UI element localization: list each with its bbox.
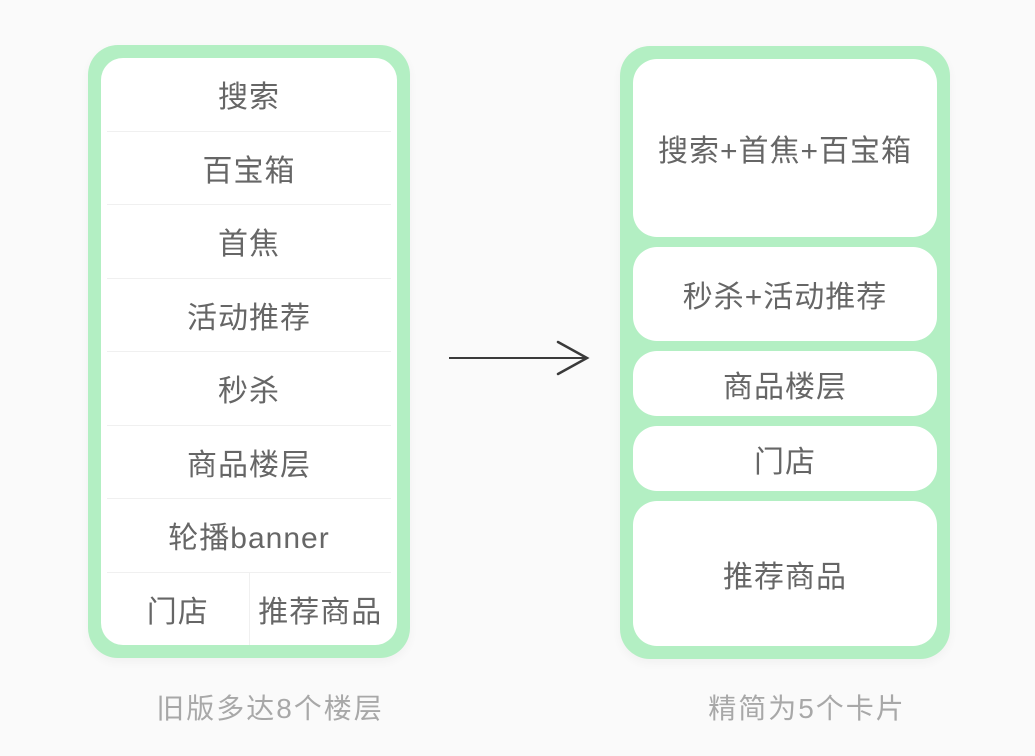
old-version-caption: 旧版多达8个楼层	[156, 693, 384, 724]
card-store: 门店	[633, 426, 937, 491]
arrow-right-icon	[446, 336, 594, 380]
card-product-floor: 商品楼层	[633, 351, 937, 416]
old-version-panel: 搜索 百宝箱 首焦 活动推荐 秒杀 商品楼层 轮播banner 门店 推荐商品	[88, 45, 410, 658]
new-version-caption: 精简为5个卡片	[708, 693, 906, 724]
card-flashsale-activity: 秒杀+活动推荐	[633, 247, 937, 341]
card-search-hero-treasure: 搜索+首焦+百宝箱	[633, 59, 937, 237]
floor-row-hero-banner: 首焦	[107, 204, 391, 278]
floor-row-treasure-box: 百宝箱	[107, 130, 391, 205]
floor-row-activity-recommend: 活动推荐	[107, 277, 391, 352]
floor-row-flash-sale: 秒杀	[107, 351, 391, 425]
card-recommend-products: 推荐商品	[633, 501, 937, 646]
floor-cell-recommend-products: 推荐商品	[248, 572, 392, 645]
floor-cell-store: 门店	[146, 595, 209, 629]
floor-row-search: 搜索	[218, 81, 280, 115]
new-version-panel: 搜索+首焦+百宝箱 秒杀+活动推荐 商品楼层 门店 推荐商品	[620, 46, 950, 659]
old-version-floor-list: 搜索 百宝箱 首焦 活动推荐 秒杀 商品楼层 轮播banner 门店 推荐商品	[101, 58, 397, 645]
floor-row-carousel-banner: 轮播banner	[107, 498, 391, 572]
floor-row-split: 门店 推荐商品	[107, 571, 392, 645]
floor-row-product-floor: 商品楼层	[107, 424, 391, 499]
